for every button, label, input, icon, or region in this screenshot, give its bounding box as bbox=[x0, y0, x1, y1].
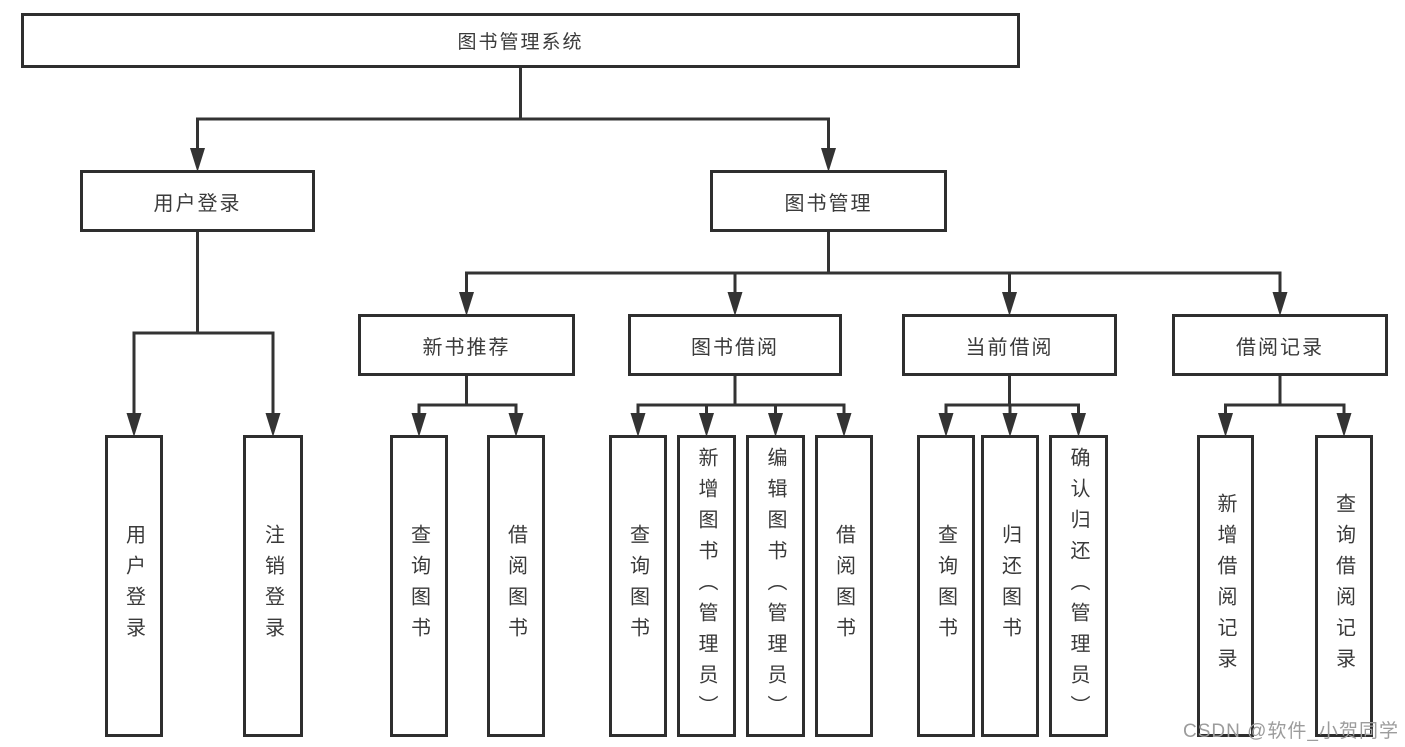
node-new-book-recommendation: 新书推荐 bbox=[358, 314, 575, 376]
arrowhead-down bbox=[508, 413, 524, 437]
node-current-borrowing: 当前借阅 bbox=[902, 314, 1117, 376]
node-leaf-query-books-recommend: 查询图书 bbox=[390, 435, 448, 737]
node-leaf-query-books-current: 查询图书 bbox=[917, 435, 975, 737]
node-leaf-confirm-return-admin: 确认归还（管理员） bbox=[1049, 435, 1108, 737]
arrowhead-down bbox=[699, 413, 714, 437]
node-book-management: 图书管理 bbox=[710, 170, 947, 232]
arrowhead-down bbox=[1002, 413, 1018, 437]
arrowhead-down bbox=[938, 413, 954, 437]
node-leaf-query-books-borrowing: 查询图书 bbox=[609, 435, 667, 737]
node-leaf-user-login: 用户登录 bbox=[105, 435, 163, 737]
arrowhead-down bbox=[1071, 413, 1086, 437]
arrowhead-down bbox=[727, 292, 743, 316]
arrowhead-down bbox=[411, 413, 427, 437]
node-leaf-logout: 注销登录 bbox=[243, 435, 303, 737]
arrowhead-down bbox=[1272, 292, 1288, 316]
node-borrowing-records: 借阅记录 bbox=[1172, 314, 1388, 376]
arrowhead-down bbox=[126, 413, 142, 437]
node-leaf-borrow-books-recommend: 借阅图书 bbox=[487, 435, 545, 737]
node-leaf-add-books-admin: 新增图书（管理员） bbox=[677, 435, 736, 737]
node-user-login: 用户登录 bbox=[80, 170, 315, 232]
arrowhead-down bbox=[1336, 413, 1352, 437]
arrowhead-down bbox=[836, 413, 852, 437]
node-book-borrowing: 图书借阅 bbox=[628, 314, 842, 376]
node-leaf-query-borrow-record: 查询借阅记录 bbox=[1315, 435, 1373, 737]
watermark: CSDN @软件_小贺同学 bbox=[1183, 721, 1399, 742]
node-leaf-edit-books-admin: 编辑图书（管理员） bbox=[746, 435, 805, 737]
arrowhead-down bbox=[630, 413, 646, 437]
arrowhead-down bbox=[1218, 413, 1233, 437]
arrowhead-down bbox=[190, 148, 205, 172]
arrowhead-down bbox=[1002, 292, 1017, 316]
node-leaf-add-borrow-record: 新增借阅记录 bbox=[1197, 435, 1254, 737]
arrowhead-down bbox=[265, 413, 281, 437]
node-leaf-borrow-books-borrowing: 借阅图书 bbox=[815, 435, 873, 737]
arrowhead-down bbox=[821, 148, 836, 172]
node-library-management-system: 图书管理系统 bbox=[21, 13, 1020, 68]
arrowhead-down bbox=[459, 292, 474, 316]
node-leaf-return-books: 归还图书 bbox=[981, 435, 1039, 737]
arrowhead-down bbox=[768, 413, 783, 437]
